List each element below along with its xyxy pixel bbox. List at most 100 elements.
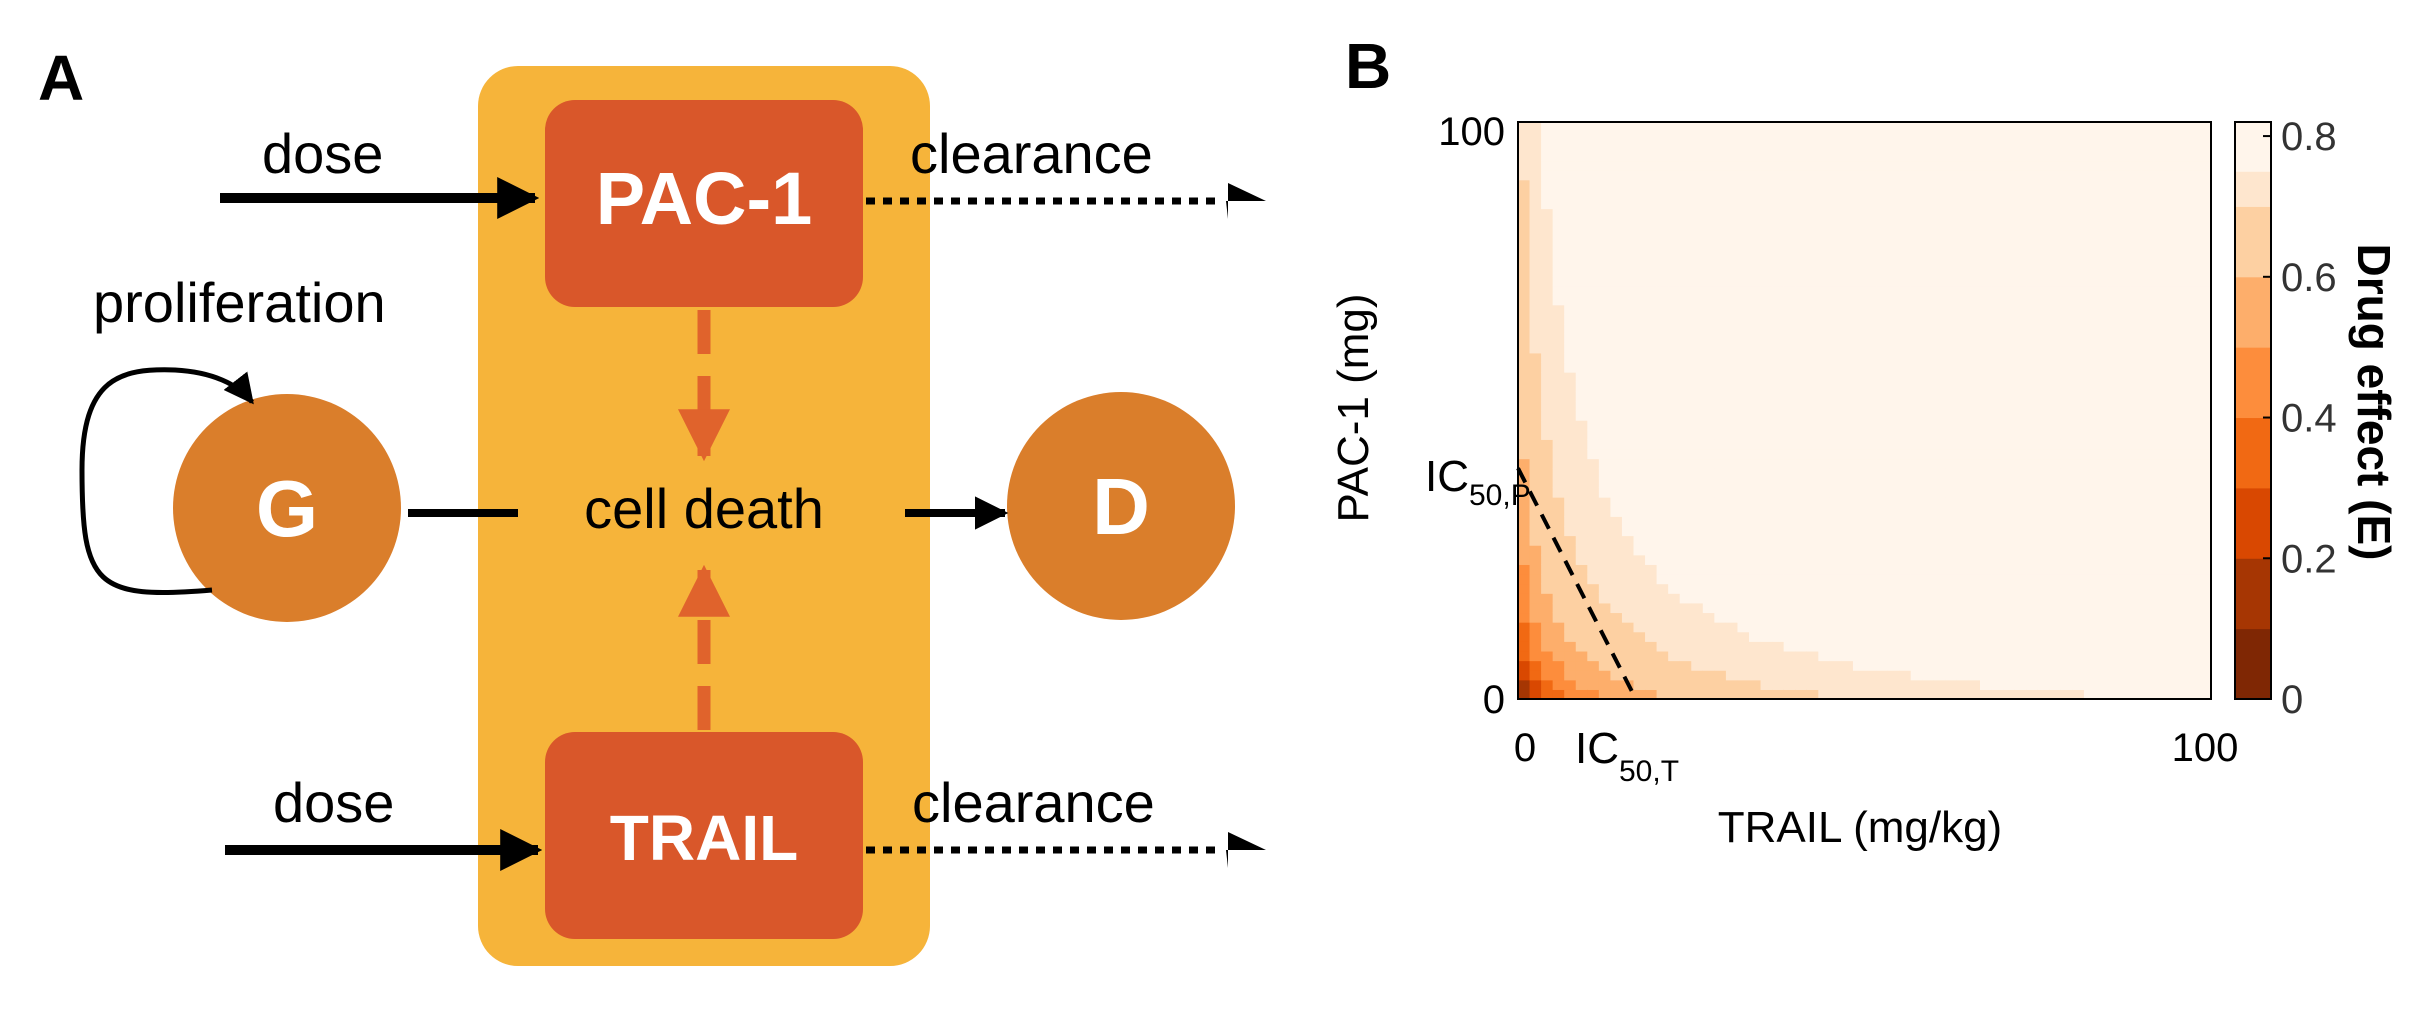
heatmap-cell [1899,641,1912,652]
heatmap-cell [1587,400,1600,412]
heatmap-cell [1598,689,1611,700]
heatmap-cell [1645,122,1658,133]
heatmap-cell [1933,333,1946,344]
heatmap-cell [1806,612,1819,623]
colorbar-tick-label: 0.4 [2281,397,2337,441]
heatmap-cell [1587,227,1600,238]
heatmap-cell [1945,285,1958,296]
heatmap-cell [1587,343,1600,354]
heatmap-cell [1795,410,1808,421]
heatmap-cell [1841,497,1854,508]
heatmap-cell [2130,333,2143,344]
heatmap-cell [1725,247,1739,258]
heatmap-cell [1518,150,1531,162]
heatmap-cell [1529,612,1542,623]
heatmap-cell [1679,150,1692,162]
heatmap-cell [1760,468,1773,479]
heatmap-cell [1806,564,1819,575]
heatmap-cell [1737,141,1750,152]
heatmap-cell [2199,189,2212,200]
heatmap-cell [1552,612,1565,623]
heatmap-cell [1610,170,1623,181]
heatmap-cell [1760,602,1773,614]
heatmap-cell [1760,208,1773,219]
heatmap-cell [2083,439,2097,450]
heatmap-cell [1922,448,1935,460]
heatmap-cell [2037,593,2050,604]
heatmap-cell [1852,122,1866,133]
heatmap-cell [1529,545,1542,556]
heatmap-cell [1910,333,1923,344]
heatmap-cell [1783,304,1796,315]
heatmap-cell [1529,477,1542,489]
heatmap-cell [1702,198,1715,210]
heatmap-cell [1922,641,1935,652]
heatmap-cell [2026,612,2039,623]
heatmap-cell [2049,179,2062,190]
heatmap-cell [1668,487,1681,498]
heatmap-cell [1737,516,1750,527]
heatmap-cell [1541,285,1554,296]
heatmap-cell [1933,497,1946,508]
heatmap-cell [2095,487,2108,498]
heatmap-cell [1749,679,1762,690]
heatmap-cell [1725,497,1739,508]
heatmap-cell [2118,670,2131,681]
heatmap-cell [1610,362,1623,373]
heatmap-cell [2003,227,2016,238]
heatmap-cell [2049,410,2062,421]
heatmap-cell [1760,535,1773,546]
heatmap-cell [1725,150,1739,162]
heatmap-cell [1818,429,1831,440]
heatmap-cell [2164,131,2177,142]
heatmap-cell [1633,458,1646,469]
heatmap-cell [2199,333,2212,344]
heatmap-cell [2107,516,2120,527]
heatmap-cell [1564,410,1577,421]
heatmap-cell [2187,448,2201,460]
heatmap-cell [2118,477,2131,489]
heatmap-cell [1598,602,1611,614]
heatmap-cell [2141,679,2154,690]
heatmap-cell [1910,429,1923,440]
heatmap-cell [1621,391,1635,402]
heatmap-cell [1714,333,1727,344]
heatmap-cell [2095,410,2108,421]
heatmap-cell [1714,410,1727,421]
heatmap-cell [1702,573,1715,585]
heatmap-cell [2026,641,2039,652]
heatmap-cell [1852,247,1866,258]
heatmap-cell [1725,477,1739,489]
heatmap-cell [1818,170,1831,181]
heatmap-cell [1633,275,1646,287]
heatmap-cell [1852,237,1866,248]
heatmap-cell [1621,410,1635,421]
heatmap-cell [1575,189,1588,200]
heatmap-cell [1922,381,1935,392]
heatmap-cell [2060,689,2073,700]
heatmap-cell [1841,314,1854,325]
heatmap-cell [1552,448,1565,460]
heatmap-cell [1864,535,1877,546]
heatmap-cell [1910,285,1923,296]
heatmap-cell [1691,689,1704,700]
heatmap-cell [1564,545,1577,556]
heatmap-cell [2199,150,2212,162]
heatmap-cell [1968,516,1981,527]
heatmap-cell [2037,285,2050,296]
heatmap-cell [1829,285,1842,296]
heatmap-cell [1679,179,1692,190]
heatmap-cell [1598,150,1611,162]
heatmap-cell [2141,275,2154,287]
heatmap-cell [2026,189,2039,200]
heatmap-cell [2164,650,2177,662]
heatmap-cell [2176,352,2189,364]
heatmap-cell [1564,170,1577,181]
heatmap-cell [1668,612,1681,623]
heatmap-cell [1795,506,1808,517]
heatmap-cell [2107,170,2120,181]
heatmap-cell [2072,497,2085,508]
heatmap-cell [2014,122,2027,133]
heatmap-cell [2164,304,2177,315]
heatmap-cell [1806,381,1819,392]
